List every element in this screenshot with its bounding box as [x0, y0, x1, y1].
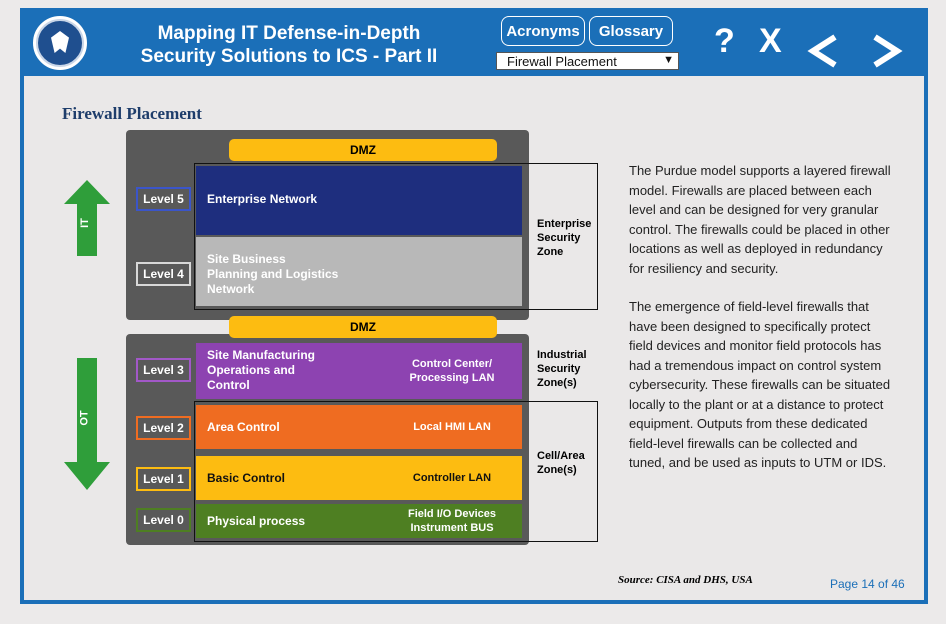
- section-title: Firewall Placement: [62, 104, 202, 123]
- acronyms-button[interactable]: Acronyms: [501, 16, 585, 46]
- level-0-tag: Level 0: [136, 508, 191, 532]
- close-button[interactable]: X: [759, 22, 782, 60]
- cell-area-zone-outline: [194, 401, 598, 542]
- local-hmi-label: Local HMI LAN: [413, 421, 491, 433]
- area-control-band: Area Control Local HMI LAN: [196, 405, 522, 449]
- industrial-zone-line1: Industrial: [537, 349, 587, 361]
- field-io-label: Field I/O Devices Instrument BUS: [382, 507, 522, 535]
- page-indicator: Page 14 of 46: [830, 577, 905, 591]
- enterprise-zone-line1: Enterprise: [537, 218, 592, 230]
- course-title-line1: Mapping IT Defense-in-Depth: [157, 23, 421, 44]
- level-5-tag: Level 5: [136, 187, 191, 211]
- site-manufacturing-line1: Site Manufacturing: [207, 348, 316, 362]
- field-io-line1: Field I/O Devices: [407, 508, 497, 520]
- control-center-line1: Control Center/: [411, 358, 493, 370]
- field-io-line2: Instrument BUS: [410, 522, 494, 534]
- basic-control-band: Basic Control Controller LAN: [196, 456, 522, 500]
- area-control-label: Area Control: [207, 420, 280, 434]
- cell-area-zone-line1: Cell/Area: [537, 450, 585, 462]
- site-business-label: Site Business Planning and Logistics Net…: [207, 252, 338, 297]
- site-manufacturing-label: Site Manufacturing Operations and Contro…: [207, 348, 315, 393]
- site-manufacturing-band: Site Manufacturing Operations and Contro…: [196, 343, 522, 399]
- next-page-button[interactable]: [869, 34, 903, 68]
- enterprise-network-band: Enterprise Network: [196, 166, 522, 235]
- site-business-line3: Network: [207, 282, 255, 296]
- site-business-line1: Site Business: [207, 252, 286, 266]
- level-1-tag: Level 1: [136, 467, 191, 491]
- industrial-zone-line3: Zone(s): [537, 377, 577, 389]
- chevron-down-icon: ▼: [663, 54, 674, 66]
- it-label: IT: [78, 218, 91, 228]
- glossary-button[interactable]: Glossary: [589, 16, 673, 46]
- cell-area-zone-line2: Zone(s): [537, 464, 577, 476]
- enterprise-zone-label: Enterprise Security Zone: [537, 217, 591, 259]
- body-text: The Purdue model supports a layered fire…: [629, 161, 891, 492]
- ot-label: OT: [78, 410, 91, 426]
- dhs-seal-logo: [33, 16, 87, 70]
- site-business-line2: Planning and Logistics: [207, 267, 339, 281]
- site-manufacturing-line3: Control: [207, 378, 250, 392]
- header-bar: Mapping IT Defense-in-Depth Security Sol…: [24, 12, 924, 76]
- source-citation: Source: CISA and DHS, USA: [618, 574, 753, 586]
- site-business-band: Site Business Planning and Logistics Net…: [196, 237, 522, 306]
- dmz-upper: DMZ: [229, 139, 497, 161]
- it-up-arrow-icon: [64, 180, 110, 256]
- content-frame: Mapping IT Defense-in-Depth Security Sol…: [20, 8, 928, 604]
- level-3-tag: Level 3: [136, 358, 191, 382]
- dmz-lower: DMZ: [229, 316, 497, 338]
- ot-down-arrow-icon: [64, 358, 110, 490]
- enterprise-zone-line3: Zone: [537, 246, 564, 258]
- control-center-line2: Processing LAN: [409, 372, 495, 384]
- course-title: Mapping IT Defense-in-Depth Security Sol…: [119, 22, 459, 68]
- previous-page-button[interactable]: [807, 34, 841, 68]
- course-title-line2: Security Solutions to ICS - Part II: [140, 46, 438, 67]
- topic-select-value: Firewall Placement: [507, 53, 617, 69]
- body-paragraph-1: The Purdue model supports a layered fire…: [629, 163, 891, 276]
- site-manufacturing-line2: Operations and: [207, 363, 296, 377]
- topic-select[interactable]: Firewall Placement ▼: [496, 52, 679, 70]
- enterprise-network-label: Enterprise Network: [207, 192, 318, 206]
- enterprise-zone-line2: Security: [537, 232, 581, 244]
- industrial-zone-label: Industrial Security Zone(s): [537, 348, 587, 390]
- cell-area-zone-label: Cell/Area Zone(s): [537, 449, 585, 477]
- controller-lan-label: Controller LAN: [412, 472, 492, 484]
- basic-control-label: Basic Control: [207, 471, 286, 485]
- physical-process-band: Physical process Field I/O Devices Instr…: [196, 504, 522, 538]
- physical-process-label: Physical process: [207, 514, 306, 528]
- control-center-label: Control Center/ Processing LAN: [382, 357, 522, 385]
- level-4-tag: Level 4: [136, 262, 191, 286]
- help-button[interactable]: ?: [714, 22, 735, 60]
- level-2-tag: Level 2: [136, 416, 191, 440]
- industrial-zone-line2: Security: [537, 363, 581, 375]
- enterprise-zone-outline: [194, 163, 598, 310]
- body-paragraph-2: The emergence of field-level firewalls t…: [629, 299, 891, 470]
